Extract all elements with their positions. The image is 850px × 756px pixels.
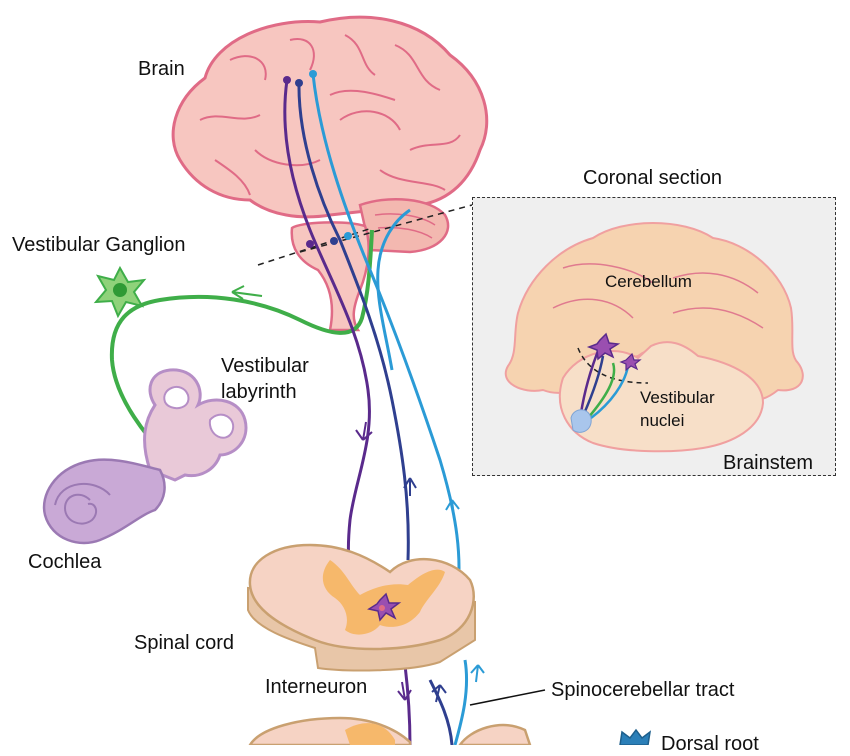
ganglion-nucleus bbox=[113, 283, 127, 297]
tracts bbox=[283, 73, 469, 745]
label-cerebellum: Cerebellum bbox=[605, 272, 692, 291]
brain-folds bbox=[199, 34, 461, 196]
tract-blue bbox=[311, 73, 461, 611]
green-arrow bbox=[231, 285, 263, 300]
vestibular-ganglion-neuron bbox=[93, 265, 147, 319]
inner-ear bbox=[42, 368, 248, 545]
inset-neuron-2 bbox=[619, 352, 642, 372]
inset-pointer-lines bbox=[257, 204, 473, 266]
label-dorsal-root: Dorsal root bbox=[661, 733, 759, 755]
inset-brainstem bbox=[558, 341, 765, 453]
label-brain: Brain bbox=[138, 58, 185, 80]
dorsal-root-icon bbox=[619, 728, 652, 745]
label-cochlea: Cochlea bbox=[28, 551, 102, 573]
tract-purple-lower bbox=[403, 664, 412, 745]
label-vestibular-labyrinth-2: labyrinth bbox=[221, 381, 297, 403]
cerebellum-shape bbox=[358, 198, 450, 254]
label-vestibular-labyrinth-1: Vestibular bbox=[221, 355, 309, 377]
label-spinal-cord: Spinal cord bbox=[134, 632, 235, 654]
tract-navy-lower bbox=[428, 679, 454, 745]
inset-root-blob bbox=[570, 409, 592, 433]
label-vestibular-nuclei-1: Vestibular bbox=[640, 388, 715, 407]
spinal-cord-upper bbox=[247, 543, 476, 672]
coronal-section-drawing bbox=[504, 222, 804, 453]
label-vestibular-ganglion: Vestibular Ganglion bbox=[12, 234, 186, 256]
tract-arrows bbox=[355, 421, 485, 703]
label-interneuron: Interneuron bbox=[265, 676, 368, 698]
spinal-cord-lower bbox=[248, 716, 532, 745]
tract-purple bbox=[283, 79, 371, 607]
cerebrum bbox=[171, 15, 489, 219]
tract-navy bbox=[297, 81, 410, 561]
label-spinocerebellar-tract: Spinocerebellar tract bbox=[551, 679, 735, 701]
tract-endpoints bbox=[283, 70, 352, 248]
vestibular-nerve-green bbox=[109, 229, 374, 457]
inset-neuron-1 bbox=[586, 332, 621, 361]
brain bbox=[171, 15, 489, 219]
label-coronal-section: Coronal section bbox=[583, 167, 722, 189]
coronal-section-inset bbox=[472, 197, 836, 476]
vestibular-nuclei-boundary bbox=[577, 347, 649, 384]
label-brainstem: Brainstem bbox=[723, 452, 814, 474]
tract-blue-lower bbox=[453, 659, 469, 745]
cochlea-shape bbox=[42, 458, 166, 545]
label-vestibular-nuclei-2: nuclei bbox=[640, 411, 685, 430]
spinocerebellar-leader bbox=[469, 689, 546, 706]
tract-blue-upper bbox=[376, 208, 411, 371]
